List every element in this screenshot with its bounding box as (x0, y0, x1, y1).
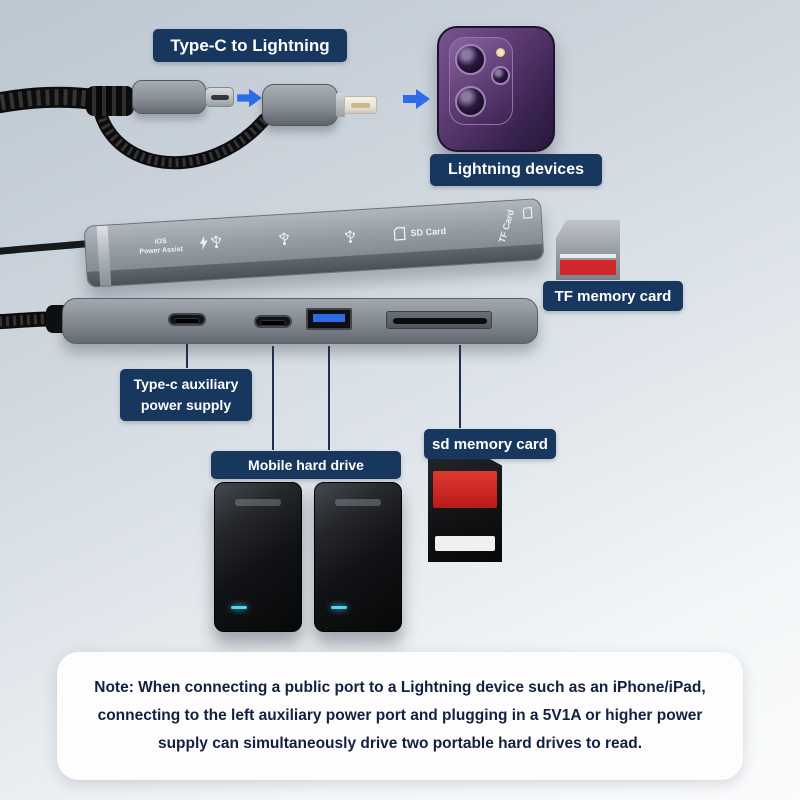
lightning-plug-tip (344, 96, 377, 114)
usb-c-port-2 (254, 315, 292, 328)
tf-memory-card-image (556, 220, 620, 280)
usb-c-port-1 (168, 313, 206, 326)
usb-icon (279, 232, 289, 245)
lightning-adapter (262, 84, 338, 126)
label-text: Type-C to Lightning (170, 35, 330, 55)
label-tf-memory-card: TF memory card (543, 281, 683, 311)
label-sd-memory-card: sd memory card (424, 429, 556, 459)
sd-card-icon (393, 226, 406, 241)
label-line2: power supply (140, 397, 232, 413)
note-panel: Note: When connecting a public port to a… (57, 652, 743, 780)
label-text: Mobile hard drive (248, 457, 364, 473)
tf-card-stripe (560, 254, 616, 258)
camera-flash (496, 48, 505, 57)
label-text: sd memory card (432, 435, 548, 453)
sd-card-white-stripe (435, 536, 495, 551)
portable-hard-drive (314, 482, 402, 632)
label-line1: Type-c auxiliary (133, 376, 239, 392)
lightning-bolt-icon (199, 234, 223, 250)
tf-card-icon (522, 207, 533, 219)
hdd-led (331, 606, 347, 609)
note-text: Note: When connecting a public port to a… (94, 679, 706, 752)
hub-sd-card-marking: SD Card (393, 224, 446, 241)
sd-card-red-label (433, 471, 497, 508)
cable-strain-relief (86, 86, 134, 116)
iphone (437, 26, 555, 152)
hub-top-view: iOS Power Assist (83, 198, 545, 288)
iphone-camera-module (449, 37, 513, 125)
lightning-adapter-collar (336, 93, 345, 117)
hdd-logo-strip (235, 499, 281, 506)
label-text: Lightning devices (447, 161, 584, 178)
camera-lens (455, 86, 486, 117)
hdd-led (231, 606, 247, 609)
sd-card-slot (386, 311, 492, 329)
usb-icon (345, 230, 355, 243)
label-type-c-to-lightning: Type-C to Lightning (153, 29, 347, 62)
label-text: TF memory card (554, 287, 672, 305)
camera-lens (491, 66, 510, 85)
usb-icon (211, 235, 221, 249)
usb-c-connector (132, 80, 206, 114)
sd-slot-opening (393, 318, 487, 324)
right-arrow-icon (403, 89, 430, 109)
tf-card-red-band (560, 260, 616, 275)
label-mobile-hard-drive: Mobile hard drive (211, 451, 401, 479)
label-type-c-auxiliary-power: Type-c auxiliary power supply (120, 369, 252, 421)
sd-memory-card-image (428, 456, 502, 562)
usb-a-tongue (313, 314, 345, 322)
label-lightning-devices: Lightning devices (430, 154, 602, 186)
camera-lens (455, 44, 486, 75)
usb-a-port (306, 308, 352, 330)
hdd-logo-strip (335, 499, 381, 506)
usb-c-plug-tip (205, 87, 234, 107)
right-arrow-icon (237, 88, 262, 108)
portable-hard-drive (214, 482, 302, 632)
